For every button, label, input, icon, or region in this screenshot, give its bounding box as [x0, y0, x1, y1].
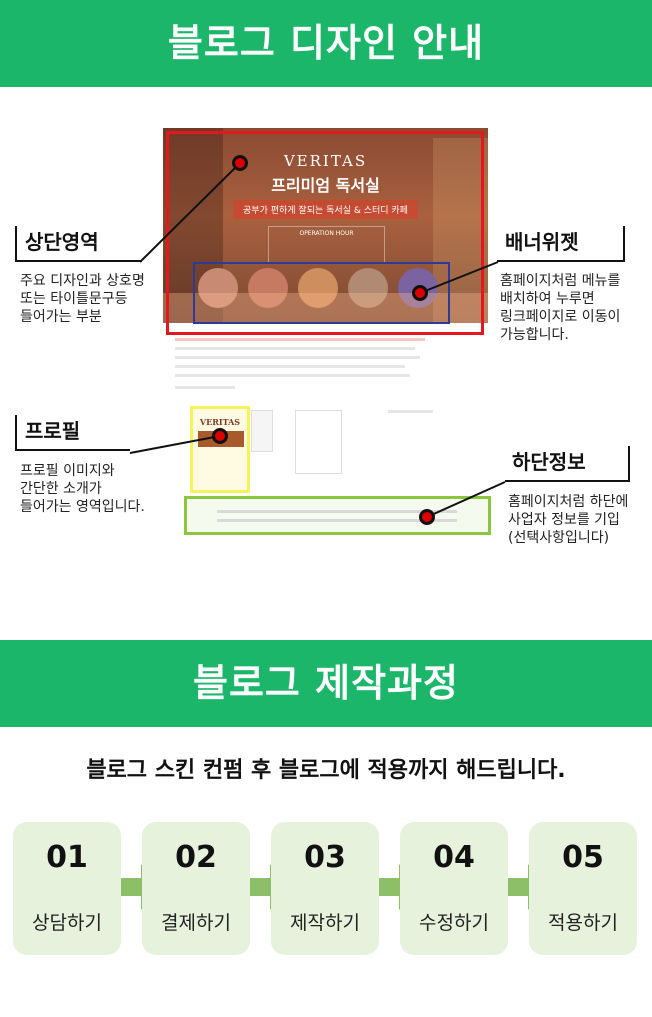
- process-subheading: 블로그 스킨 컨펌 후 블로그에 적용까지 해드립니다.: [86, 758, 566, 783]
- profile-label-frame: [15, 415, 130, 451]
- profile-brand: VERITAS: [199, 417, 241, 427]
- step-card: 01 상담하기: [13, 822, 121, 955]
- menu-circle: [198, 268, 238, 308]
- blog-tagline: 공부가 편하게 잘되는 독서실 & 스터디 카페: [233, 200, 418, 219]
- step-label: 적용하기: [548, 912, 618, 934]
- profile-description: 프로필 이미지와 간단한 소개가 들어가는 영역입니다.: [20, 463, 145, 515]
- footer-title: 하단정보: [512, 450, 586, 474]
- blog-title: 프리미엄 독서실: [271, 176, 380, 195]
- footer-marker: [419, 509, 435, 525]
- menu-circle: [348, 268, 388, 308]
- step-number: 03: [304, 840, 346, 875]
- top-area-description: 주요 디자인과 상호명 또는 타이틀문구등 들어가는 부분: [20, 273, 145, 325]
- footer-label-frame: [505, 446, 630, 482]
- top-area-highlight: [166, 131, 484, 335]
- top-area-title: 상단영역: [25, 230, 99, 254]
- step-number: 02: [175, 840, 217, 875]
- top-area-label-frame: [15, 226, 142, 262]
- step-label: 제작하기: [290, 912, 360, 934]
- step-card: 02 결제하기: [142, 822, 250, 955]
- step-card: 03 제작하기: [271, 822, 379, 955]
- profile-marker: [212, 428, 228, 444]
- step-number: 01: [46, 840, 88, 875]
- blog-brand: VERITAS: [283, 152, 368, 170]
- banner-widget-marker: [412, 285, 428, 301]
- banner-widget-highlight: [193, 262, 450, 324]
- step-label: 수정하기: [419, 912, 489, 934]
- banner-widget-title: 배너위젯: [505, 230, 579, 254]
- design-guide-banner: 블로그 디자인 안내: [0, 0, 652, 87]
- step-number: 04: [433, 840, 475, 875]
- top-area-marker: [232, 155, 248, 171]
- profile-title: 프로필: [25, 419, 81, 443]
- banner-widget-label-frame: [497, 226, 625, 262]
- step-number: 05: [562, 840, 604, 875]
- step-card: 05 적용하기: [529, 822, 637, 955]
- footer-description: 홈페이지처럼 하단에 사업자 정보를 기입 (선택사항입니다): [508, 494, 629, 546]
- menu-circle: [248, 268, 288, 308]
- process-title: 블로그 제작과정: [193, 661, 459, 705]
- banner-widget-description: 홈페이지처럼 메뉴를 배치하여 누루면 링크페이지로 이동이 가능합니다.: [500, 273, 621, 343]
- process-banner: 블로그 제작과정: [0, 640, 652, 727]
- step-label: 상담하기: [32, 912, 102, 934]
- step-label: 결제하기: [161, 912, 231, 934]
- step-card: 04 수정하기: [400, 822, 508, 955]
- footer-highlight: [184, 496, 491, 535]
- menu-circle: [298, 268, 338, 308]
- design-guide-title: 블로그 디자인 안내: [167, 21, 485, 65]
